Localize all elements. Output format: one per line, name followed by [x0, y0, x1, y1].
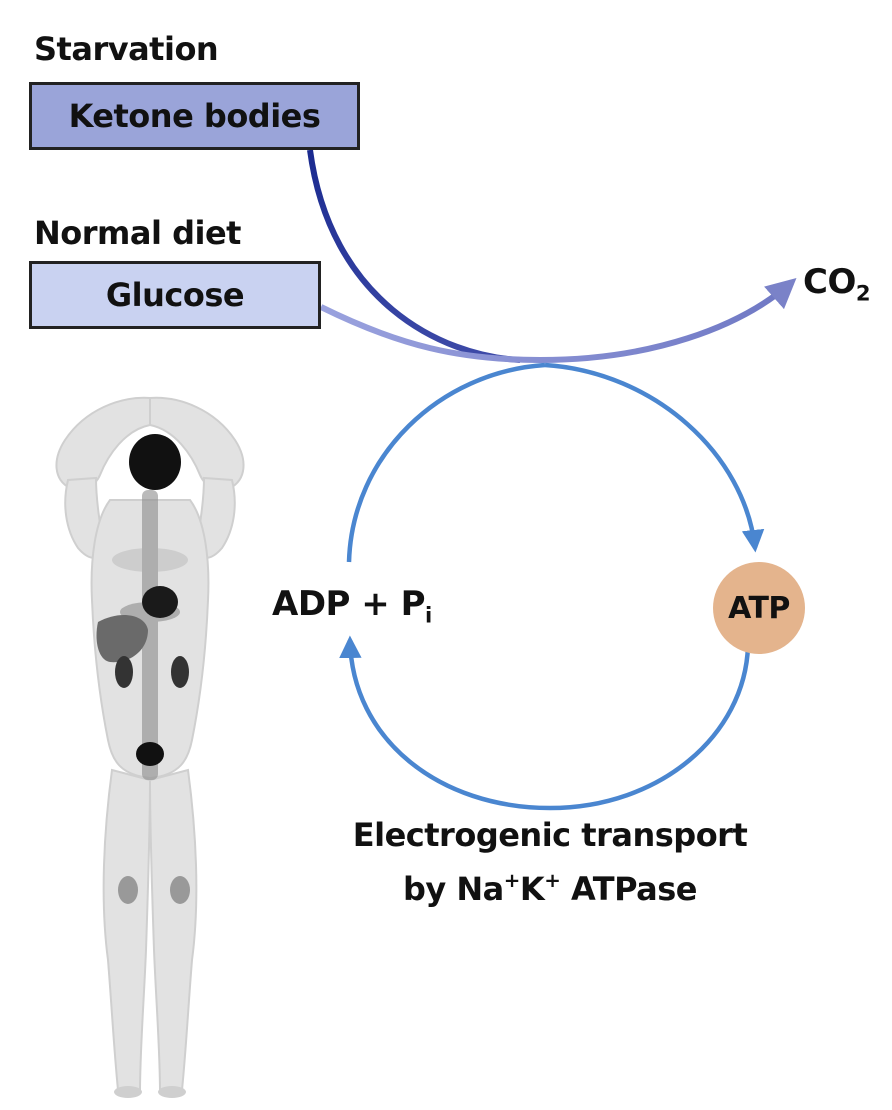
glucose-box: Glucose — [29, 261, 321, 329]
glucose-to-co2-arrow — [319, 278, 797, 364]
transport-line-2: by Na+K+ ATPase — [402, 869, 698, 908]
glucose-label: Glucose — [105, 276, 245, 314]
cycle-arc-to-top — [346, 362, 546, 563]
transport-caption: Electrogenic transport by Na+K+ ATPase — [300, 812, 800, 912]
atp-label: ATP — [728, 590, 790, 626]
ketone-bodies-label: Ketone bodies — [68, 97, 321, 135]
cycle-arc-to-adp — [339, 635, 751, 811]
starvation-heading: Starvation — [34, 30, 219, 68]
ketone-bodies-box: Ketone bodies — [29, 82, 360, 150]
cycle-arc-to-atp — [544, 362, 765, 553]
normal-diet-heading: Normal diet — [34, 214, 241, 252]
adp-pi-label: ADP + Pi — [272, 584, 432, 628]
ketone-to-co2-arrow — [307, 149, 521, 363]
co2-label: CO2 — [803, 262, 871, 306]
pet-scan-body-icon — [30, 370, 270, 1110]
atp-node: ATP — [713, 562, 805, 654]
transport-line-1: Electrogenic transport — [352, 816, 748, 854]
